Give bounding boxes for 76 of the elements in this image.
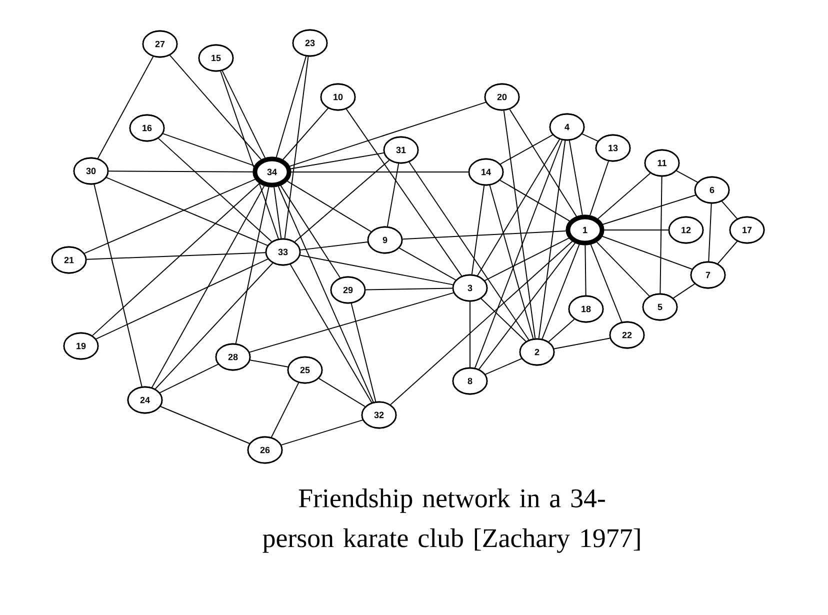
connector-line (500, 134, 554, 164)
connector-line (106, 177, 268, 246)
connector-line (250, 360, 288, 368)
connector-line (152, 185, 265, 388)
connector-line (222, 70, 266, 158)
connector-line (660, 176, 662, 294)
connector-line (286, 180, 372, 232)
connector-line (596, 242, 650, 297)
connector-line (708, 203, 712, 262)
connector-line (590, 160, 609, 216)
connector-line (92, 183, 260, 336)
connector-line (270, 382, 300, 438)
connector-line (290, 264, 372, 404)
connector-line (276, 56, 307, 158)
connector-line (154, 262, 274, 390)
connector-line (86, 252, 266, 260)
connector-line (554, 338, 610, 350)
connector-line (162, 133, 255, 166)
connector-line (568, 140, 583, 216)
connector-line (597, 172, 651, 220)
connector-line (386, 163, 400, 227)
connector-line (290, 152, 384, 170)
connector-line (542, 244, 580, 340)
connector-line (402, 230, 566, 240)
connector-line (484, 358, 522, 375)
connector-line (280, 185, 341, 278)
connector-line (300, 254, 454, 286)
connector-line (584, 244, 586, 296)
connector-line (717, 240, 738, 264)
connector-line (478, 242, 576, 370)
connector-line (509, 108, 577, 217)
connector-line (676, 170, 698, 183)
connector-line (158, 138, 272, 242)
connector-line (471, 185, 485, 275)
connector-line (318, 378, 366, 408)
connector-line (582, 133, 598, 142)
connector-line (300, 242, 368, 250)
connector-line (289, 102, 486, 167)
connector-line (503, 110, 536, 339)
connector-line (365, 288, 453, 290)
connector-line (160, 406, 250, 444)
connector-line (280, 420, 364, 446)
connector-line (96, 258, 268, 340)
connector-line (94, 184, 142, 388)
connector-line (282, 108, 329, 160)
connector-line (672, 283, 696, 299)
connector-line (398, 248, 456, 280)
connector-line (548, 318, 575, 342)
connector-line (159, 364, 219, 394)
connector-line (274, 186, 282, 239)
connector-line (220, 70, 279, 240)
connector-line (97, 56, 154, 159)
connector-line (278, 186, 374, 403)
connector-line (500, 180, 570, 222)
connector-line (108, 170, 254, 172)
connector-line (721, 200, 738, 220)
connector-line (602, 194, 696, 225)
connector-line (474, 140, 562, 368)
connector-line (235, 186, 270, 344)
connector-line (480, 298, 526, 342)
connector-line (476, 138, 560, 276)
connector-line (538, 140, 566, 339)
connector-line (408, 162, 530, 340)
connector-line (346, 108, 462, 276)
connector-line (249, 292, 454, 353)
connector-line (484, 238, 570, 282)
connector-line (350, 302, 376, 402)
connector-line (390, 240, 573, 406)
connector-line (489, 184, 534, 340)
connector-line (84, 178, 256, 254)
connector-line (169, 54, 262, 160)
connector-line (284, 56, 309, 239)
connector-line (294, 160, 390, 242)
connector-line (602, 236, 692, 270)
caption: Friendship network in a 34-person karate club [Zachary 1977] (262, 488, 640, 553)
connector-line (590, 244, 622, 322)
